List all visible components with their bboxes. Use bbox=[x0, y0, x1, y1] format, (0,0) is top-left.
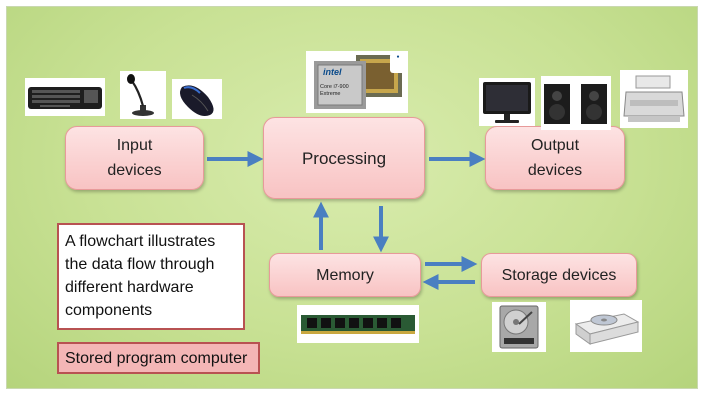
optical-drive-icon bbox=[570, 300, 642, 352]
stored-program-label: Stored program computer bbox=[57, 342, 260, 374]
stored-program-text: Stored program computer bbox=[65, 350, 248, 367]
speakers-icon bbox=[541, 76, 611, 130]
hard-disk-icon bbox=[492, 302, 546, 352]
intel-badge-icon: ● bbox=[390, 53, 406, 73]
output-devices-node: Output devices bbox=[485, 126, 625, 190]
storage-devices-label: Storage devices bbox=[501, 266, 617, 284]
memory-node: Memory bbox=[269, 253, 421, 297]
ram-module-icon bbox=[297, 305, 419, 343]
input-devices-label: Input devices bbox=[107, 137, 162, 179]
cpu-model-text: Core i7-900 bbox=[320, 84, 349, 90]
input-devices-node: Input devices bbox=[65, 126, 204, 190]
printer-icon bbox=[620, 70, 688, 128]
output-devices-label: Output devices bbox=[527, 137, 583, 179]
mouse-icon bbox=[172, 79, 222, 119]
processing-label: Processing bbox=[301, 148, 387, 168]
caption-panel: A flowchart illustrates the data flow th… bbox=[57, 223, 245, 330]
cpu-chip-icon: intel Core i7-900 Extreme ● bbox=[306, 51, 408, 113]
storage-devices-node: Storage devices bbox=[481, 253, 637, 297]
processing-node: Processing bbox=[263, 117, 425, 199]
monitor-icon bbox=[479, 78, 535, 126]
microphone-icon bbox=[120, 71, 166, 119]
keyboard-icon bbox=[25, 78, 105, 116]
flow-arrows bbox=[207, 151, 486, 290]
caption-text: A flowchart illustrates the data flow th… bbox=[65, 233, 216, 319]
slide: Input devices Processing Output devices … bbox=[6, 6, 698, 389]
cpu-edition-text: Extreme bbox=[320, 91, 341, 97]
cpu-brand-text: intel bbox=[323, 67, 342, 77]
memory-label: Memory bbox=[316, 266, 374, 284]
